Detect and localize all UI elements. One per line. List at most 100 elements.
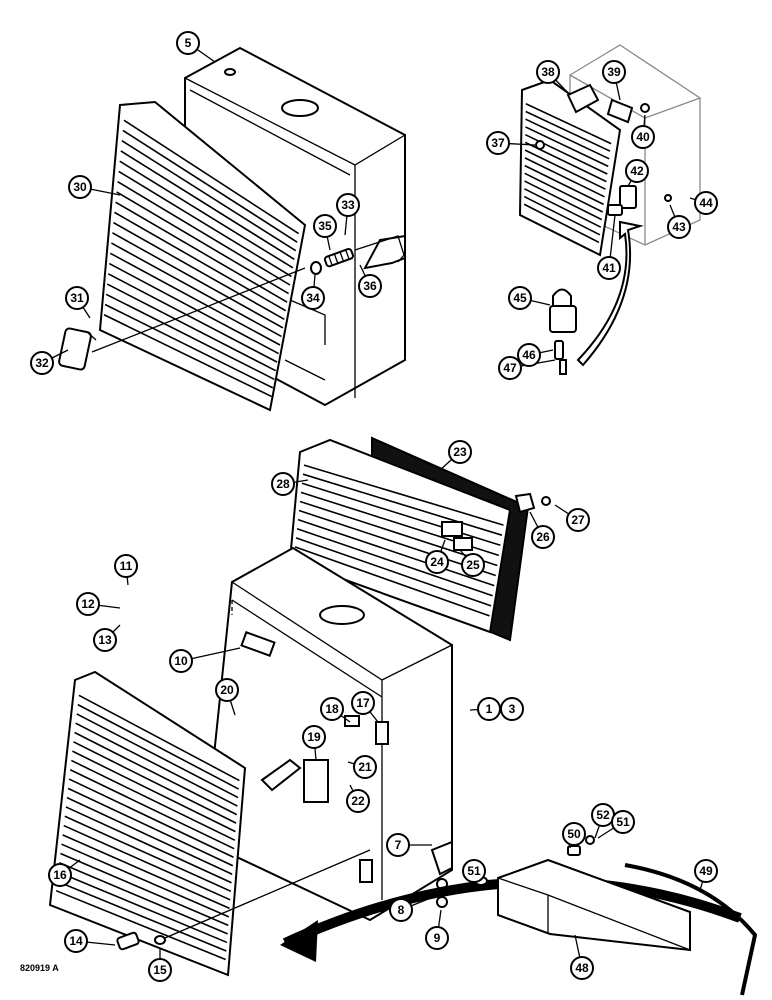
callout-35: 35 — [313, 214, 337, 238]
callout-label: 34 — [306, 291, 320, 305]
callout-1: 1 — [477, 697, 501, 721]
callout-label: 14 — [69, 934, 83, 948]
callout-44: 44 — [694, 191, 718, 215]
callout-label: 21 — [358, 760, 372, 774]
callout-label: 15 — [153, 963, 167, 977]
callout-23: 23 — [448, 440, 472, 464]
callout-label: 26 — [536, 530, 550, 544]
callout-label: 37 — [491, 136, 505, 150]
inset-assembly — [518, 44, 701, 375]
callout-50: 50 — [562, 822, 586, 846]
callout-33: 33 — [336, 193, 360, 217]
callout-17: 17 — [351, 691, 375, 715]
callout-41: 41 — [597, 256, 621, 280]
callout-label: 31 — [70, 291, 84, 305]
callout-36: 36 — [358, 274, 382, 298]
figure-number: 820919 A — [20, 963, 59, 973]
callout-label: 8 — [398, 903, 405, 917]
callout-13: 13 — [93, 628, 117, 652]
callout-label: 33 — [341, 198, 355, 212]
callout-label: 12 — [81, 597, 95, 611]
callout-label: 46 — [522, 348, 536, 362]
callout-51: 51 — [462, 859, 486, 883]
callout-30: 30 — [68, 175, 92, 199]
callout-38: 38 — [536, 60, 560, 84]
callout-12: 12 — [76, 592, 100, 616]
callout-label: 40 — [636, 130, 650, 144]
callout-label: 27 — [571, 513, 585, 527]
callout-label: 44 — [699, 196, 713, 210]
callout-48: 48 — [570, 956, 594, 980]
callout-19: 19 — [302, 725, 326, 749]
callout-label: 49 — [699, 864, 713, 878]
callout-22: 22 — [346, 789, 370, 813]
callout-45: 45 — [508, 286, 532, 310]
callout-label: 43 — [672, 220, 686, 234]
callout-label: 17 — [356, 696, 370, 710]
callout-label: 20 — [220, 683, 234, 697]
callout-21: 21 — [353, 755, 377, 779]
callout-label: 51 — [467, 864, 481, 878]
callout-47: 47 — [498, 356, 522, 380]
callout-label: 16 — [53, 868, 67, 882]
callout-label: 30 — [73, 180, 87, 194]
callout-label: 41 — [602, 261, 616, 275]
callout-label: 9 — [434, 931, 441, 945]
callout-label: 5 — [185, 36, 192, 50]
callout-52: 52 — [591, 803, 615, 827]
callout-label: 32 — [35, 356, 49, 370]
callout-18: 18 — [320, 697, 344, 721]
callout-label: 38 — [541, 65, 555, 79]
callout-label: 10 — [174, 654, 188, 668]
step-plate — [474, 835, 758, 996]
callout-24: 24 — [425, 550, 449, 574]
callout-label: 22 — [351, 794, 365, 808]
callout-3: 3 — [500, 697, 524, 721]
callout-11: 11 — [114, 554, 138, 578]
upper-latch — [58, 235, 405, 371]
callout-5: 5 — [176, 31, 200, 55]
callout-14: 14 — [64, 929, 88, 953]
callout-label: 52 — [596, 808, 610, 822]
callout-label: 13 — [98, 633, 112, 647]
callout-16: 16 — [48, 863, 72, 887]
callout-label: 50 — [567, 827, 581, 841]
callout-label: 42 — [630, 164, 644, 178]
callout-9: 9 — [425, 926, 449, 950]
callout-20: 20 — [215, 678, 239, 702]
callout-25: 25 — [461, 553, 485, 577]
callout-26: 26 — [531, 525, 555, 549]
callout-label: 18 — [325, 702, 339, 716]
callout-label: 47 — [503, 361, 517, 375]
callout-label: 35 — [318, 219, 332, 233]
callout-46: 46 — [517, 343, 541, 367]
callout-label: 19 — [307, 730, 321, 744]
callout-27: 27 — [566, 508, 590, 532]
callout-label: 48 — [575, 961, 589, 975]
callout-label: 39 — [607, 65, 621, 79]
upper-grille — [98, 100, 307, 412]
callout-label: 36 — [363, 279, 377, 293]
callout-label: 51 — [616, 815, 630, 829]
callout-28: 28 — [271, 472, 295, 496]
callout-31: 31 — [65, 286, 89, 310]
callout-label: 24 — [430, 555, 444, 569]
lower-housing — [203, 546, 453, 922]
callout-label: 3 — [509, 702, 516, 716]
callout-37: 37 — [486, 131, 510, 155]
callout-34: 34 — [301, 286, 325, 310]
callout-40: 40 — [631, 125, 655, 149]
callout-8: 8 — [389, 898, 413, 922]
callout-label: 7 — [395, 838, 402, 852]
callout-15: 15 — [148, 958, 172, 982]
callout-10: 10 — [169, 649, 193, 673]
callout-7: 7 — [386, 833, 410, 857]
callout-42: 42 — [625, 159, 649, 183]
callout-51: 51 — [611, 810, 635, 834]
callout-label: 23 — [453, 445, 467, 459]
callout-label: 28 — [276, 477, 290, 491]
callout-39: 39 — [602, 60, 626, 84]
callout-label: 45 — [513, 291, 527, 305]
callout-32: 32 — [30, 351, 54, 375]
